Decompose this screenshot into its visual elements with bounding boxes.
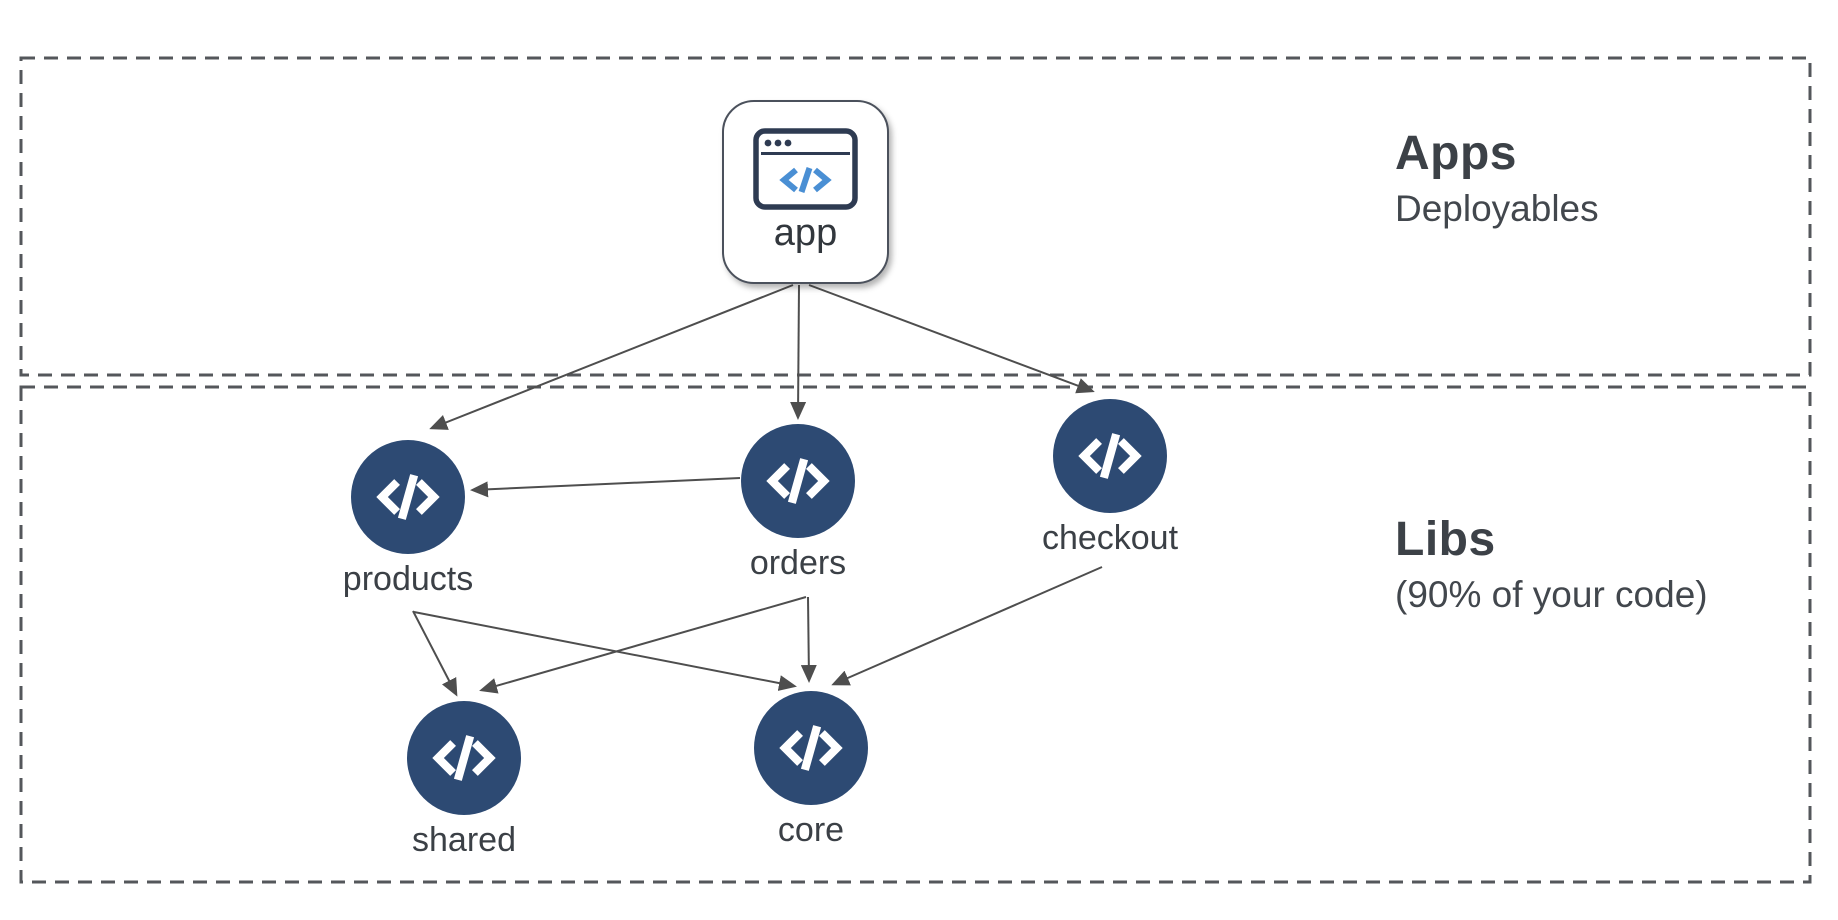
edge-products-to-shared — [412, 610, 458, 697]
node-core: core — [754, 691, 868, 849]
libs-title: Libs — [1395, 513, 1496, 566]
apps-title: Apps — [1395, 127, 1517, 180]
node-products: products — [343, 440, 473, 598]
libs-section-box — [19, 385, 1812, 884]
dependency-arrows — [412, 284, 1103, 697]
apps-subtitle: Deployables — [1395, 187, 1599, 229]
node-app: app — [722, 100, 889, 284]
node-checkout: checkout — [1042, 399, 1178, 557]
code-icon — [1053, 399, 1167, 513]
edge-app-to-products — [429, 284, 794, 430]
node-label-shared: shared — [412, 821, 516, 859]
browser-code-icon — [753, 128, 858, 210]
node-label-orders: orders — [749, 544, 847, 582]
code-icon — [741, 424, 855, 538]
edge-products-to-core — [413, 611, 797, 691]
node-label-app: app — [773, 212, 838, 254]
apps-section-box — [19, 56, 1812, 377]
node-shared: shared — [407, 701, 521, 859]
code-icon — [754, 691, 868, 805]
code-icon — [407, 701, 521, 815]
libs-section-label: Libs (90% of your code) — [1395, 513, 1708, 615]
edge-app-to-checkout — [808, 284, 1095, 394]
node-label-core: core — [777, 811, 845, 849]
node-orders: orders — [741, 424, 855, 582]
node-label-products: products — [342, 560, 474, 598]
edge-orders-to-core — [800, 596, 817, 683]
code-icon — [351, 440, 465, 554]
apps-section-label: Apps Deployables — [1395, 127, 1599, 229]
edge-checkout-to-core — [831, 566, 1103, 686]
libs-subtitle: (90% of your code) — [1395, 573, 1708, 615]
node-label-checkout: checkout — [1041, 519, 1179, 557]
edge-orders-to-shared — [479, 596, 807, 694]
edge-orders-to-products — [470, 477, 741, 498]
edge-app-to-orders — [790, 284, 807, 420]
